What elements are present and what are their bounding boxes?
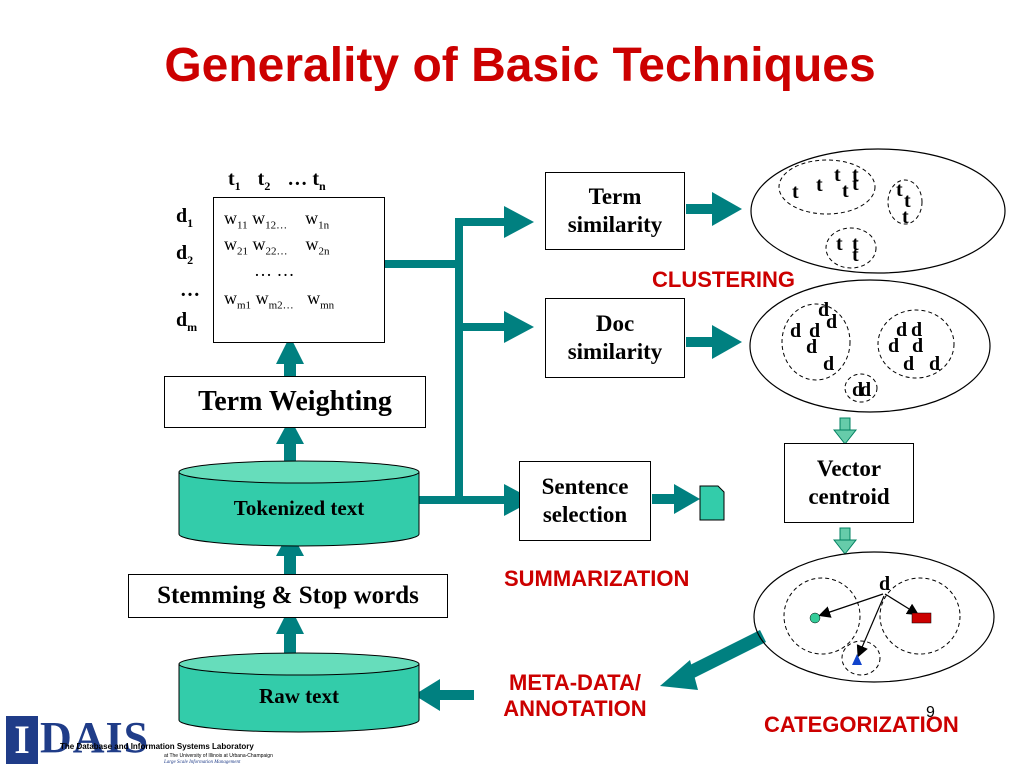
tokenized-text-cylinder — [178, 460, 420, 547]
meta-data-annotation-label: META-DATA/ANNOTATION — [503, 670, 647, 721]
page-title: Generality of Basic Techniques — [164, 39, 876, 92]
matrix-row-labels: d1 d2 … dm — [176, 201, 200, 342]
svg-text:d: d — [896, 319, 907, 341]
categorization-clusters: d — [753, 551, 995, 683]
stemming-stopwords-box: Stemming & Stop words — [128, 574, 448, 618]
col-header-t2: t2 — [257, 168, 271, 193]
row-label-ellipsis: … — [180, 279, 200, 301]
branch-connector — [384, 206, 534, 516]
svg-text:d: d — [818, 299, 829, 321]
svg-text:d: d — [903, 353, 914, 375]
matrix-row-3: … … — [254, 260, 295, 280]
svg-text:t: t — [852, 164, 859, 186]
svg-text:d: d — [809, 320, 820, 342]
svg-text:d: d — [860, 379, 871, 401]
svg-text:t: t — [852, 173, 859, 195]
svg-text:t: t — [816, 174, 823, 196]
term-cluster-letters: t t t t t t t t t t t t — [792, 164, 911, 266]
svg-text:d: d — [929, 353, 940, 375]
doc-cluster-letters: d d d d d d d d d d d d d d — [790, 299, 940, 401]
svg-text:d: d — [826, 311, 837, 333]
svg-text:t: t — [852, 233, 859, 255]
svg-text:d: d — [911, 319, 922, 341]
svg-text:t: t — [896, 179, 903, 201]
svg-text:t: t — [836, 233, 843, 255]
svg-text:t: t — [792, 181, 799, 203]
svg-text:t: t — [842, 180, 849, 202]
logo-mark: DAIS — [40, 713, 150, 762]
svg-text:t: t — [904, 190, 911, 212]
svg-text:d: d — [852, 379, 863, 401]
tokenized-text-label: Tokenized text — [233, 496, 365, 520]
svg-text:t: t — [834, 164, 841, 186]
svg-text:d: d — [823, 353, 834, 375]
centroid-arrows — [832, 417, 858, 555]
categorization-label: CATEGORIZATION — [764, 712, 959, 737]
summarization-label: SUMMARIZATION — [504, 566, 690, 591]
col-header-tn: … tn — [287, 168, 326, 193]
logo-line3: Large Scale Information Management — [164, 760, 241, 765]
logo-line1: The Database and Information Systems Lab… — [60, 742, 254, 751]
document-icon — [699, 485, 725, 521]
row-label-d1: d1 — [176, 205, 194, 230]
svg-text:t: t — [852, 244, 859, 266]
raw-text-label: Raw text — [259, 684, 339, 708]
matrix-column-headers: t1 t2 … tn — [228, 168, 326, 194]
matrix-row-4: wm1 wm2… wmn — [224, 288, 335, 312]
dais-logo: I DAIS The Database and Information Syst… — [0, 712, 300, 768]
new-doc-label: d — [879, 573, 890, 595]
matrix-row-2: w21 w22… w2n — [224, 234, 330, 258]
svg-text:d: d — [806, 336, 817, 358]
raw-text-cylinder — [178, 652, 420, 733]
output-arrows — [414, 192, 766, 711]
term-document-matrix: w11 w12… w1n w21 w22… w2n … … wm1 wm2… w… — [213, 197, 385, 343]
row-label-dm: dm — [176, 309, 198, 334]
logo-i-icon: I — [6, 716, 38, 764]
col-header-t1: t1 — [228, 168, 241, 193]
logo-line2: at The University of Illinois at Urbana-… — [164, 753, 273, 759]
svg-text:d: d — [790, 320, 801, 342]
svg-text:t: t — [902, 206, 909, 228]
matrix-row-1: w11 w12… w1n — [224, 208, 330, 232]
row-label-d2: d2 — [176, 242, 194, 267]
term-clusters: t t t t t t t t t t t t — [750, 148, 1006, 274]
svg-text:d: d — [888, 335, 899, 357]
term-weighting-box: Term Weighting — [164, 376, 426, 428]
svg-text:d: d — [912, 335, 923, 357]
page-number: 9 — [926, 704, 935, 721]
clustering-label: CLUSTERING — [652, 267, 795, 292]
doc-clusters: d d d d d d d d d d d d d d — [749, 279, 991, 413]
